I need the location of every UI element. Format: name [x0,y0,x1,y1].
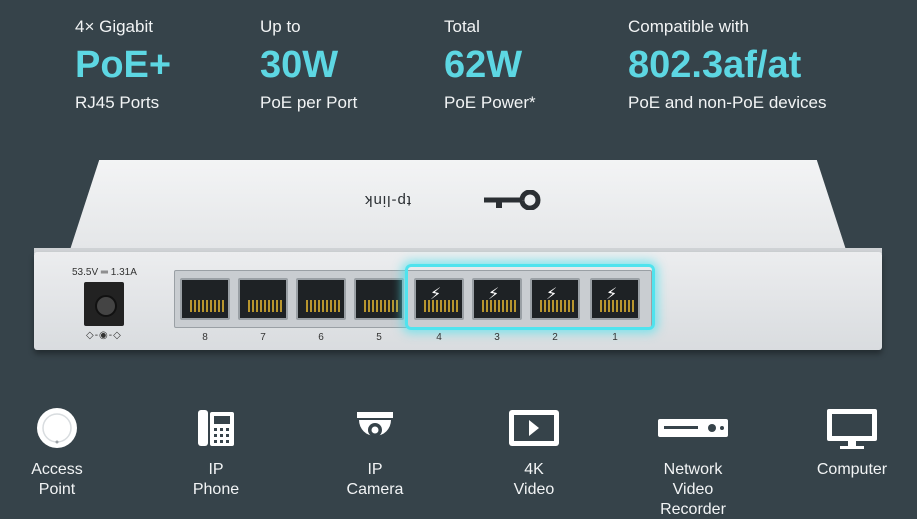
ip-camera-icon [357,412,393,437]
port-number: 3 [494,332,500,343]
spec-per-port: Up to 30W PoE per Port [260,16,357,114]
ip-phone-icon [198,410,234,446]
access-point-icon [37,408,77,448]
switch-top-panel [68,160,848,256]
poe-highlight [405,264,655,330]
poe-bolt-icon: ⚡ [606,286,618,303]
device-label: Video Recorder [660,481,726,518]
spec-ports: 4× Gigabit PoE+ RJ45 Ports [75,16,171,114]
device-label: IP [208,461,224,478]
rj45-port-8 [180,278,230,320]
brand-text: tp-link [364,192,412,209]
device-label: Network [663,461,723,478]
device-label: IP [367,461,383,478]
device-computer: Computer [797,402,907,480]
spec-bottom: PoE Power* [444,93,536,112]
spec-bottom: RJ45 Ports [75,93,160,112]
rj45-port-2: ⚡ [530,278,580,320]
rj45-port-7 [238,278,288,320]
spec-bottom: PoE and non-PoE devices [628,93,827,112]
device-nvr: Network Video Recorder [638,402,748,519]
device-label: Video [513,481,555,498]
spec-bottom: PoE per Port [260,93,358,112]
device-ip-camera: IP Camera [320,402,430,500]
port-number: 2 [552,332,558,343]
port-number: 8 [202,332,208,343]
computer-icon [827,409,877,449]
spec-top: Total [444,17,480,36]
spec-compat: Compatible with 802.3af/at PoE and non-P… [628,16,826,114]
port-number: 6 [318,332,324,343]
device-label: Access [31,461,83,478]
spec-top: 4× Gigabit [75,17,153,36]
device-label: 4K [524,461,544,478]
switch-edge [34,248,882,254]
poe-bolt-icon: ⚡ [546,286,558,303]
poe-bolt-icon: ⚡ [430,286,442,303]
device-ip-phone: IP Phone [161,402,271,500]
device-4k-video: 4K Video [479,402,589,500]
power-rating: 53.5V ═ 1.31A [72,267,137,278]
spec-value: 30W [260,44,339,86]
tp-link-logo-icon [484,190,541,210]
spec-total: Total 62W PoE Power* [444,16,536,114]
rj45-port-1: ⚡ [590,278,640,320]
poe-bolt-icon: ⚡ [488,286,500,303]
port-number: 5 [376,332,382,343]
spec-value: PoE+ [75,44,172,86]
device-label: Point [38,481,76,498]
nvr-icon [658,419,728,437]
spec-value: 62W [444,44,523,86]
polarity-symbol: ◇-◉-◇ [86,330,122,341]
rj45-port-4: ⚡ [414,278,464,320]
device-label: Camera [346,481,404,498]
switch-device: tp-link 53.5V ═ 1.31A ◇-◉-◇ ⚡ ⚡ ⚡ ⚡ 8 7 … [34,160,882,355]
spec-top: Compatible with [628,17,749,36]
port-number: 1 [612,332,618,343]
port-number: 7 [260,332,266,343]
power-jack-icon [84,282,124,326]
port-number: 4 [436,332,442,343]
rj45-port-5 [354,278,404,320]
rj45-port-6 [296,278,346,320]
device-access-point: Access Point [2,402,112,500]
device-label: Computer [816,461,888,478]
spec-value: 802.3af/at [628,44,802,86]
rj45-port-3: ⚡ [472,278,522,320]
device-label: Phone [192,481,240,498]
spec-top: Up to [260,17,301,36]
video-icon [509,410,559,446]
